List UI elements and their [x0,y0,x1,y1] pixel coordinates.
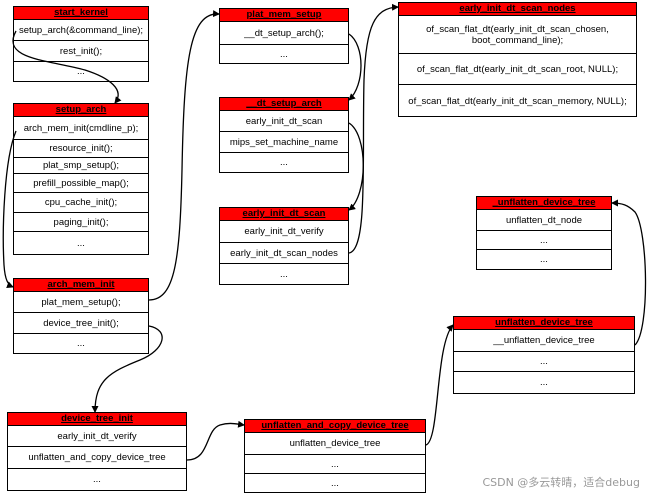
box-row: ... [77,338,85,349]
box-row: of_scan_flat_dt(early_init_dt_scan_memor… [408,95,627,107]
arrow-setup-arch-to-arch-mem-init [2,130,17,289]
box-row: ... [280,268,288,280]
box-row: ... [77,237,85,249]
box-underscore-unflatten-device-tree: _unflatten_device_tree unflatten_dt_node… [476,196,612,270]
box-title: __dt_setup_arch [220,98,348,111]
box-row: early_init_dt_scan_nodes [220,243,348,264]
box-row: early_init_dt_verify [220,221,348,243]
box-title: _unflatten_device_tree [477,197,611,210]
box-title: unflatten_device_tree [454,317,634,330]
box-row: plat_smp_setup(); [14,158,148,174]
box-title: plat_mem_setup [220,9,348,22]
arrow-arch-mem-init-to-plat-mem-setup [148,10,220,301]
arrow-device-tree-init-to-unflatten-and-copy [186,420,245,461]
box-row: mips_set_machine_name [220,132,348,153]
box-row: ... [93,474,101,485]
box-row: paging_init(); [14,213,148,232]
box-dt-setup-arch: __dt_setup_arch early_init_dt_scan mips_… [219,97,349,173]
box-row: of_scan_flat_dt(early_init_dt_scan_chose… [399,16,636,54]
box-unflatten-device-tree: unflatten_device_tree __unflatten_device… [453,316,635,394]
box-row: early_init_dt_scan [220,111,348,132]
box-row: plat_mem_setup(); [14,292,148,313]
box-row: ... [245,455,425,474]
box-row: early_init_dt_verify [8,426,186,447]
box-row: arch_mem_init(cmdline_p); [14,117,148,140]
box-row: ... [540,377,548,388]
box-title: device_tree_init [8,413,186,426]
box-row: unflatten_device_tree [245,433,425,455]
box-row: __dt_setup_arch(); [220,22,348,45]
box-row-line: of_scan_flat_dt(early_init_dt_scan_chose… [426,23,609,35]
box-row-line: boot_command_line); [471,34,564,46]
box-arch-mem-init: arch_mem_init plat_mem_setup(); device_t… [13,278,149,354]
box-title: start_kernel [14,7,148,20]
box-title: arch_mem_init [14,279,148,292]
box-row: cpu_cache_init(); [14,193,148,213]
arrow-early-init-dt-scan-to-scan-nodes [348,3,399,254]
box-row: ... [280,49,288,60]
box-unflatten-and-copy-device-tree: unflatten_and_copy_device_tree unflatten… [244,419,426,493]
box-row: device_tree_init(); [14,313,148,334]
box-row: __unflatten_device_tree [454,330,634,352]
arrow-start-kernel-to-setup-arch [12,30,122,104]
arrow-plat-mem-setup-to-dt-setup-arch [348,33,362,101]
box-row: resource_init(); [14,140,148,158]
box-row: rest_init(); [14,41,148,62]
box-early-init-dt-scan-nodes: early_init_dt_scan_nodes of_scan_flat_dt… [398,2,637,117]
arrow-unflatten-and-copy-to-unflatten-device-tree [425,324,454,446]
box-row: unflatten_dt_node [477,210,611,231]
box-row: prefill_possible_map(); [14,174,148,193]
box-row: setup_arch(&command_line); [14,20,148,41]
box-row: ... [280,157,288,168]
box-row: ... [540,254,548,265]
box-row: ... [454,352,634,372]
box-title: early_init_dt_scan [220,208,348,221]
box-title: unflatten_and_copy_device_tree [245,420,425,433]
arrow-unflatten-device-tree-to-underscore [611,199,647,346]
box-plat-mem-setup: plat_mem_setup __dt_setup_arch(); ... [219,8,349,64]
box-device-tree-init: device_tree_init early_init_dt_verify un… [7,412,187,491]
box-title: early_init_dt_scan_nodes [399,3,636,16]
box-setup-arch: setup_arch arch_mem_init(cmdline_p); res… [13,103,149,255]
box-row: ... [77,66,85,77]
box-title: setup_arch [14,104,148,117]
box-row: ... [477,231,611,250]
box-early-init-dt-scan: early_init_dt_scan early_init_dt_verify … [219,207,349,285]
watermark: CSDN @多云转晴，适合debug [482,476,640,489]
arrow-dt-setup-arch-to-early-init-dt-scan [348,122,364,211]
arrow-arch-mem-init-to-device-tree-init [91,325,163,413]
box-row: ... [331,477,339,489]
box-row: unflatten_and_copy_device_tree [8,447,186,469]
box-row: of_scan_flat_dt(early_init_dt_scan_root,… [399,54,636,85]
